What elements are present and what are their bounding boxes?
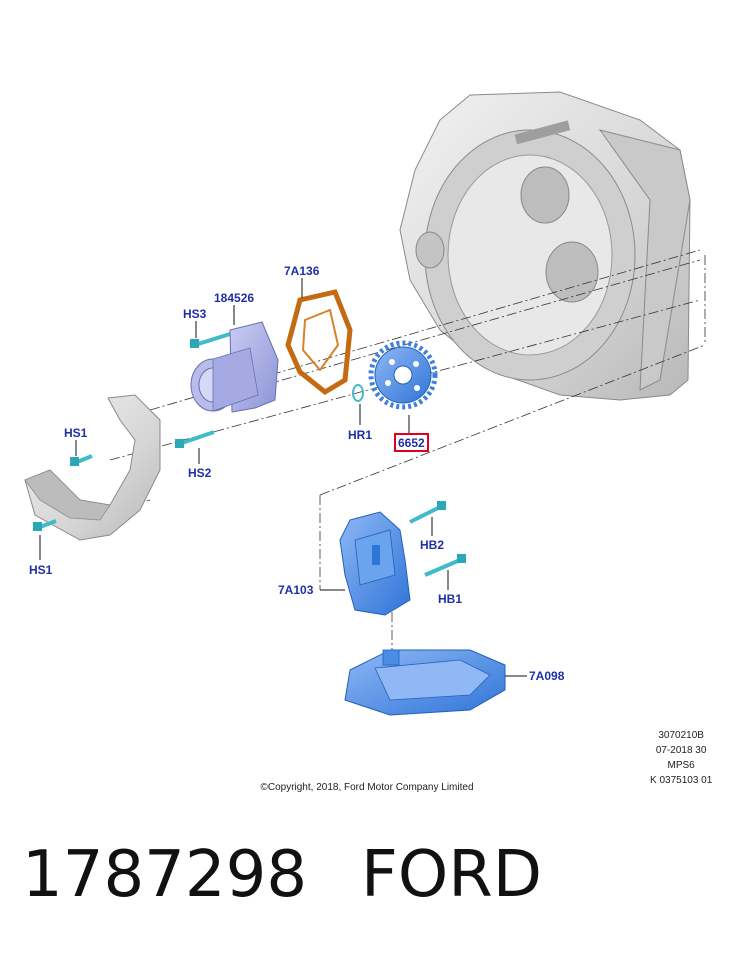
brand-name: FORD (361, 838, 542, 912)
diagram-reference-block: 3070210B 07-2018 30 MPS6 K 0375103 01 (650, 728, 712, 788)
reference-line-1: 3070210B (658, 730, 704, 741)
callout-hs2: HS2 (188, 466, 212, 480)
reference-line-4: K 0375103 01 (650, 775, 713, 786)
callout-6652: 6652 (398, 436, 425, 450)
reference-line-3: MPS6 (667, 760, 695, 771)
callout-hb2: HB2 (420, 538, 444, 552)
bolt-hs1-bottom (33, 519, 57, 531)
copyright-notice: ©Copyright, 2018, Ford Motor Company Lim… (260, 782, 474, 793)
part-number: 1787298 (22, 838, 308, 912)
hub-184526 (190, 321, 279, 413)
callout-hb1: HB1 (438, 592, 462, 606)
transmission-housing (399, 91, 691, 401)
heat-shield (24, 394, 161, 541)
bolt-hs2 (175, 430, 215, 448)
callout-hs3: HS3 (183, 307, 207, 321)
ring-hr1 (352, 384, 364, 402)
callout-7a136: 7A136 (284, 264, 320, 278)
highlight-box-6652 (394, 433, 429, 452)
callout-184526: 184526 (214, 291, 254, 305)
gear-6652 (368, 340, 438, 410)
callout-hr1: HR1 (348, 428, 372, 442)
bolt-hb2 (409, 501, 446, 524)
callout-hs1-bottom: HS1 (29, 563, 53, 577)
oil-filter-7a098 (344, 649, 506, 716)
callout-leaders (39, 278, 527, 677)
bolt-hs3 (190, 332, 231, 348)
reference-line-2: 07-2018 30 (655, 745, 707, 756)
callout-7a098: 7A098 (529, 669, 565, 683)
callout-hs1-top: HS1 (64, 426, 88, 440)
part-footer: 1787298 FORD (22, 838, 596, 912)
bolt-hb1 (424, 554, 466, 577)
callout-7a103: 7A103 (278, 583, 314, 597)
bolt-hs1-top (70, 454, 93, 466)
gasket-7a136 (285, 289, 353, 396)
valve-body-7a103 (339, 511, 411, 616)
